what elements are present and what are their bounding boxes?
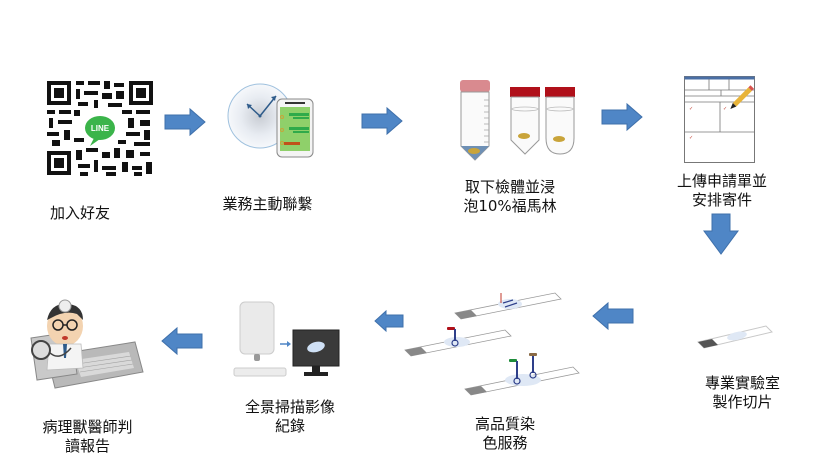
step-label-line2: 讀報告: [64, 437, 110, 455]
step-sales-contact: 業務主動聯繫: [205, 80, 335, 230]
arrow-right-icon: [361, 106, 403, 136]
glass-slide-icon: [697, 325, 773, 349]
step-label: 業務主動聯繫: [222, 195, 313, 213]
line-qr-code-icon: LINE: [44, 78, 156, 178]
specimen-tubes-icon: [460, 80, 575, 161]
svg-text:✓: ✓: [689, 106, 693, 112]
step-label-line1: 病理獸醫師判: [42, 418, 133, 436]
slide-scanner-icon: [233, 301, 340, 377]
arrow-right-icon: [601, 102, 643, 132]
step-label: 加入好友: [49, 204, 110, 222]
step-label-line1: 全景掃描影像: [244, 398, 335, 416]
step-lab-sectioning: 專業實驗室 製作切片: [690, 320, 820, 420]
step-label-line1: 高品質染: [474, 415, 535, 433]
step-specimen-formalin: 取下檢體並浸 泡10%福馬林: [440, 80, 580, 230]
step-label-line2: 色服務: [482, 434, 528, 452]
step-add-friend: LINE 加入好友: [40, 78, 160, 228]
step-label-line1: 專業實驗室: [704, 374, 780, 392]
stained-slides-icon: [404, 292, 580, 396]
step-label-line2: 安排寄件: [691, 191, 752, 209]
step-label-line2: 製作切片: [712, 393, 773, 411]
arrow-down-icon: [703, 213, 739, 255]
step-upload-form: ✓ ✓ ✓ 上傳申請單並 安排寄件: [666, 76, 796, 226]
application-form-icon: ✓ ✓ ✓: [684, 76, 755, 163]
step-vet-report: 病理獸醫師判 讀報告: [25, 298, 165, 458]
clock-phone-icon: [227, 83, 314, 158]
veterinarian-doctor-icon: [30, 299, 144, 389]
arrow-left-icon: [374, 309, 404, 333]
step-label-line1: 取下檢體並浸: [464, 178, 555, 196]
step-whole-slide-scanning: 全景掃描影像 紀錄: [225, 300, 365, 440]
step-label-line1: 上傳申請單並: [676, 172, 767, 190]
step-label-line2: 紀錄: [274, 417, 305, 435]
svg-text:✓: ✓: [689, 135, 693, 141]
arrow-left-icon: [592, 301, 634, 331]
step-staining: 高品質染 色服務: [395, 285, 595, 455]
line-badge-text: LINE: [91, 124, 110, 133]
arrow-right-icon: [164, 107, 206, 137]
step-label-line2: 泡10%福馬林: [463, 197, 557, 215]
svg-text:✓: ✓: [723, 106, 727, 112]
arrow-left-icon: [161, 326, 203, 356]
